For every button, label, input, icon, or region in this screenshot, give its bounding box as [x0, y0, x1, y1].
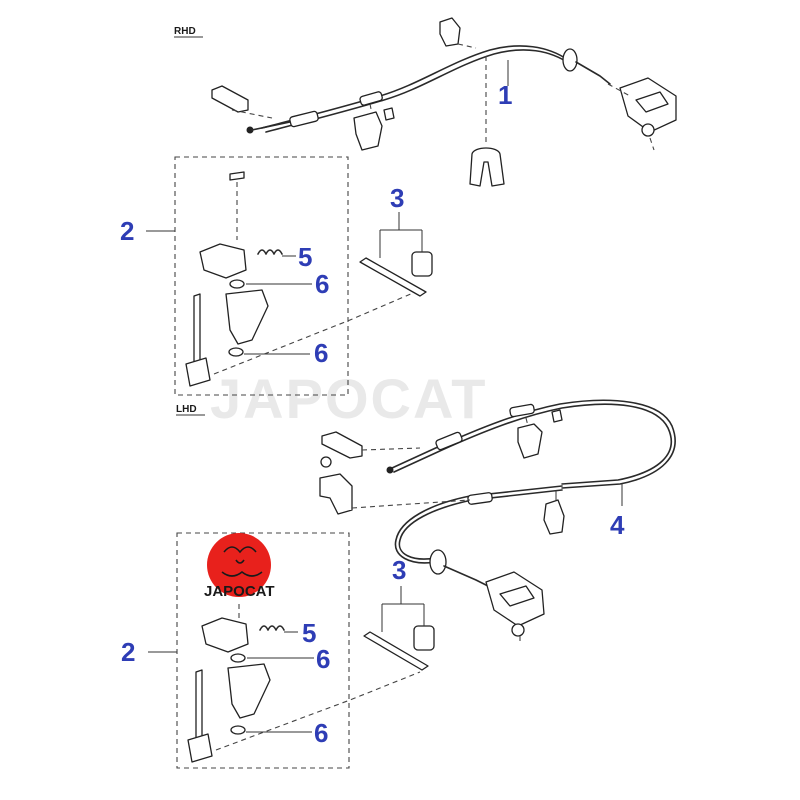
lhd-bushing-upper	[230, 653, 246, 663]
rhd-top-clip	[439, 17, 477, 49]
rhd-link-rod: 3	[359, 183, 433, 297]
rhd-bushing-lower	[228, 347, 244, 357]
lhd-floor-bracket	[319, 473, 471, 515]
lhd-brake-cable	[386, 399, 676, 587]
rhd-return-spring	[257, 249, 296, 257]
callout-1: 1	[498, 80, 512, 110]
lhd-left-bracket	[321, 431, 363, 459]
callout-2-rhd: 2	[120, 216, 134, 246]
rhd-label: RHD	[174, 26, 196, 37]
lhd-lever-bracket	[485, 571, 545, 642]
callout-3-rhd: 3	[390, 183, 404, 213]
rhd-detail-box: 2 5 6 6	[120, 156, 421, 396]
lhd-label: LHD	[176, 404, 197, 415]
lhd-return-spring	[259, 625, 298, 633]
callout-5-lhd: 5	[302, 618, 316, 648]
callout-6-rhd-upper: 6	[315, 269, 329, 299]
lhd-cable-clamp	[543, 490, 565, 535]
callout-3-lhd: 3	[392, 555, 406, 585]
lhd-section: LHD	[176, 399, 676, 642]
callout-5-rhd: 5	[298, 242, 312, 272]
lhd-detail-box: 2 JAPOCAT 5 6 6	[121, 532, 421, 769]
lhd-shift-rod	[187, 669, 213, 763]
rhd-bushing-upper	[229, 279, 245, 289]
rhd-cable-clip	[353, 103, 395, 151]
callout-6-lhd-upper: 6	[316, 644, 330, 674]
callout-6-rhd-lower: 6	[314, 338, 328, 368]
watermark: JAPOCAT	[210, 367, 487, 430]
rhd-brake-cable	[246, 45, 611, 134]
callout-4: 4	[610, 510, 625, 540]
rhd-section: RHD	[174, 17, 677, 187]
lhd-bushing-lower	[230, 725, 246, 735]
callout-2-lhd: 2	[121, 637, 135, 667]
rhd-bell-crank	[199, 243, 247, 279]
rhd-floor-clip	[469, 56, 505, 187]
rhd-left-bracket	[211, 85, 249, 113]
logo-text: JAPOCAT	[204, 583, 275, 600]
lhd-bell-crank	[201, 617, 249, 653]
lhd-upper-clip	[517, 409, 563, 459]
logo-emblem-icon	[207, 533, 271, 597]
rhd-shift-rod	[185, 293, 211, 387]
lhd-intermediate-lever	[227, 663, 271, 719]
rhd-lever-bracket	[607, 77, 677, 151]
callout-6-lhd-lower: 6	[314, 718, 328, 748]
japocat-logo: JAPOCAT	[204, 533, 275, 600]
lhd-link-rod: 3	[363, 555, 435, 671]
rhd-intermediate-lever	[225, 289, 269, 345]
